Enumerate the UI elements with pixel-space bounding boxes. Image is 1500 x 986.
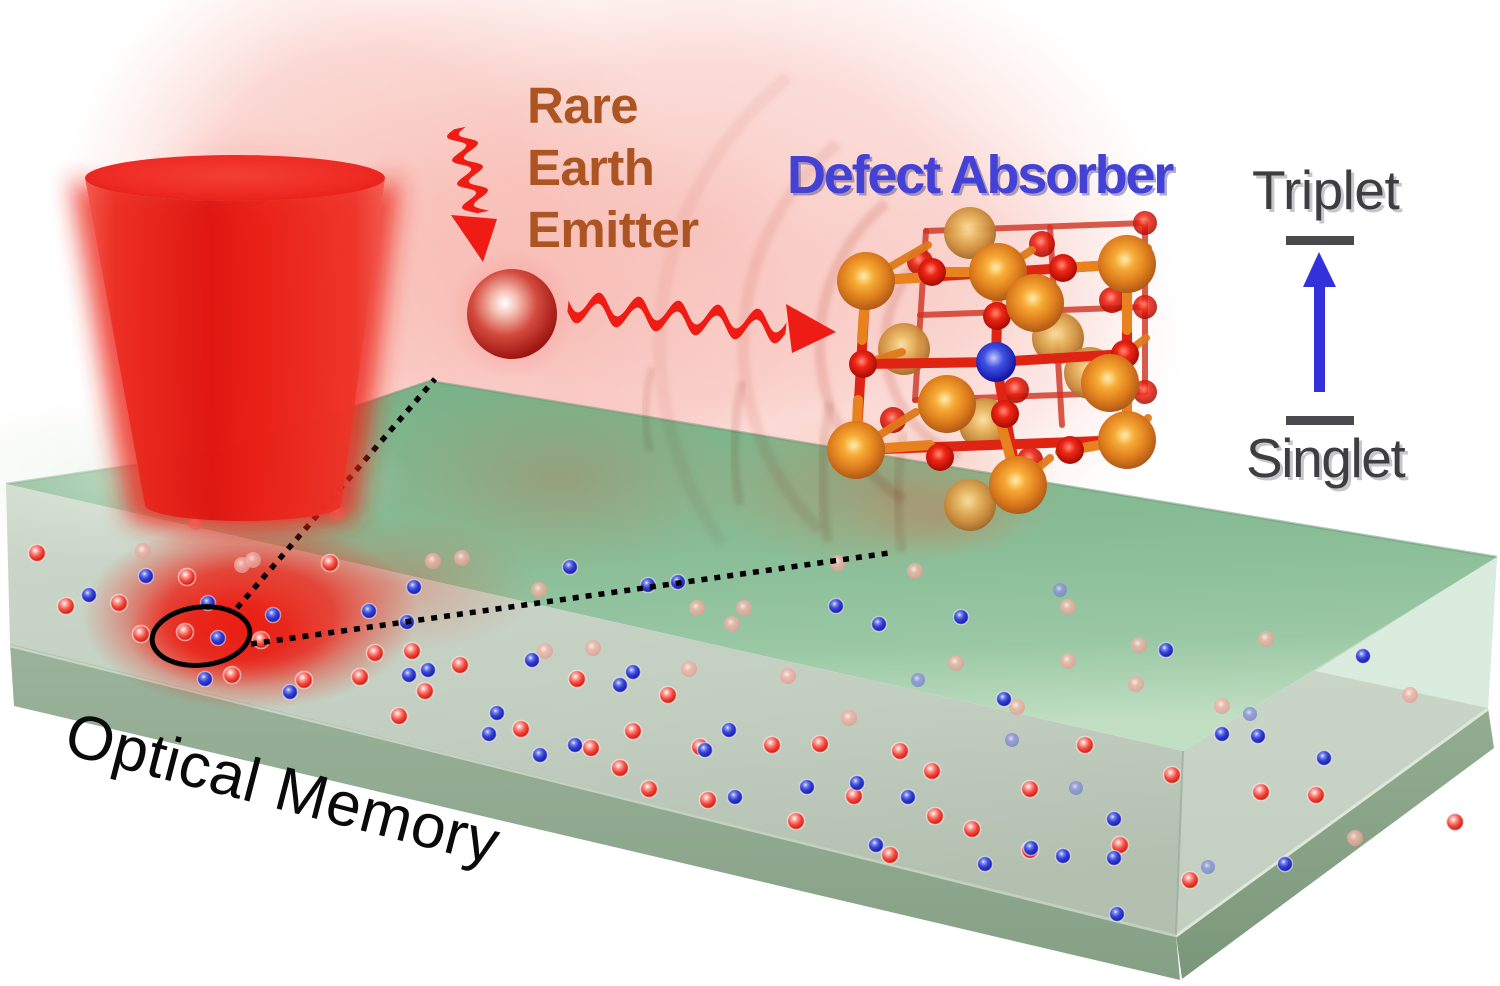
svg-text:Triplet: Triplet: [1252, 159, 1399, 221]
svg-text:Emitter: Emitter: [527, 201, 699, 258]
svg-text:Rare: Rare: [527, 77, 638, 134]
svg-text:Singlet: Singlet: [1249, 430, 1408, 492]
svg-text:Singlet: Singlet: [1246, 427, 1405, 489]
svg-text:Defect Absorber: Defect Absorber: [787, 145, 1174, 205]
svg-text:Triplet: Triplet: [1255, 162, 1402, 224]
svg-text:Earth: Earth: [527, 139, 654, 196]
svg-text:Defect Absorber: Defect Absorber: [790, 148, 1177, 208]
